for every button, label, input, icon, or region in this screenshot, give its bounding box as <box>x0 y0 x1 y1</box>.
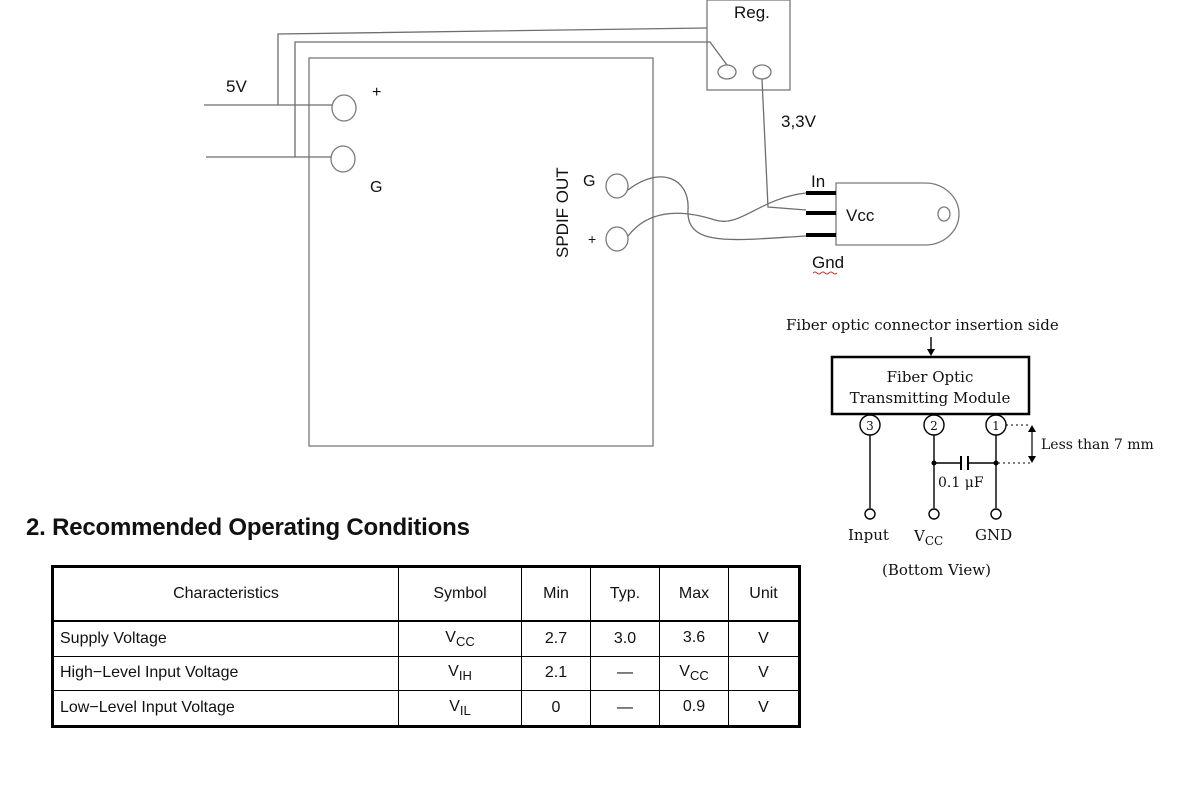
spdif-plus-pad <box>605 226 629 252</box>
pin2-label: 2 <box>930 419 938 433</box>
ground-pad <box>330 145 356 173</box>
wire-gnd-to-reg <box>294 41 728 157</box>
input-terminal <box>864 508 876 520</box>
row-max: 0.9 <box>659 690 729 727</box>
reg-pin-right <box>752 64 772 80</box>
dim-arrowhead-top <box>1028 425 1036 432</box>
row-min: 0 <box>521 690 591 727</box>
vcc-pin-label: VCC <box>913 527 943 548</box>
row-unit: V <box>728 690 800 727</box>
regulator-box <box>706 0 791 91</box>
gnd-terminal <box>990 508 1002 520</box>
row-symbol: VIH <box>398 655 522 692</box>
wire-5v-to-reg <box>277 27 708 105</box>
spdif-g-pad <box>605 173 629 199</box>
cap-label: 0.1 μF <box>938 475 984 491</box>
section-title: 2. Recommended Operating Conditions <box>26 514 470 541</box>
row-symbol: VIL <box>398 690 522 727</box>
pin1-label: 1 <box>992 419 1000 433</box>
wire-3v3 <box>761 78 807 211</box>
spellcheck-squiggle <box>812 271 838 275</box>
cap-node-left <box>931 460 937 466</box>
table-header-row: Characteristics Symbol Min Typ. Max Unit <box>52 566 800 622</box>
signal-wire-1 <box>627 176 807 241</box>
row-min: 2.1 <box>521 655 591 692</box>
vcc-label: Vcc <box>846 206 875 225</box>
row-max: VCC <box>659 655 729 692</box>
header-max: Max <box>659 566 729 622</box>
plus-label: + <box>372 84 381 101</box>
spdif-g-label: G <box>583 173 595 190</box>
spacing-label: Less than 7 mm <box>1041 437 1154 453</box>
row-symbol: VCC <box>398 620 522 657</box>
table-row: Supply Voltage VCC 2.7 3.0 3.6 V <box>52 620 800 657</box>
row-characteristic: Low−Level Input Voltage <box>52 690 399 727</box>
v5-label: 5V <box>226 77 247 96</box>
module-label-line2: Transmitting Module <box>850 389 1011 407</box>
g-label: G <box>370 179 382 196</box>
dac-board <box>308 57 654 447</box>
reg-pin-left <box>717 64 737 80</box>
row-typ: — <box>590 655 660 692</box>
pin3-label: 3 <box>866 419 874 433</box>
vcc-terminal <box>928 508 940 520</box>
in-label: In <box>811 172 825 191</box>
header-min: Min <box>521 566 591 622</box>
reg-label: Reg. <box>734 3 770 22</box>
row-characteristic: Supply Voltage <box>52 620 399 657</box>
header-unit: Unit <box>728 566 800 622</box>
header-typ: Typ. <box>590 566 660 622</box>
operating-conditions-table: Characteristics Symbol Min Typ. Max Unit… <box>51 565 801 728</box>
toslink-port <box>937 206 951 222</box>
v33-label: 3,3V <box>781 112 817 131</box>
row-min: 2.7 <box>521 620 591 657</box>
header-symbol: Symbol <box>398 566 522 622</box>
row-typ: 3.0 <box>590 620 660 657</box>
toslink-module <box>835 182 960 246</box>
cap-node-right <box>993 460 999 466</box>
bottom-view-label: (Bottom View) <box>882 561 991 579</box>
gnd-label: Gnd <box>812 253 844 272</box>
row-max: 3.6 <box>659 620 729 657</box>
header-characteristics: Characteristics <box>52 566 399 622</box>
signal-wire-2 <box>627 192 807 237</box>
input-label: Input <box>848 526 889 544</box>
spdif-label: SPDIF OUT <box>553 167 572 258</box>
row-typ: — <box>590 690 660 727</box>
insertion-side-label: Fiber optic connector insertion side <box>786 316 1059 334</box>
dim-arrowhead-bottom <box>1028 456 1036 463</box>
gnd-pin-label: GND <box>975 526 1012 544</box>
row-characteristic: High−Level Input Voltage <box>52 655 399 692</box>
module-label-line1: Fiber Optic <box>887 368 974 386</box>
table-row: High−Level Input Voltage VIH 2.1 — VCC V <box>52 655 800 692</box>
plus-pad <box>331 94 357 122</box>
module-box <box>830 355 1031 416</box>
row-unit: V <box>728 620 800 657</box>
table-row: Low−Level Input Voltage VIL 0 — 0.9 V <box>52 690 800 727</box>
spdif-plus-label: + <box>588 231 596 247</box>
row-unit: V <box>728 655 800 692</box>
insertion-arrowhead <box>927 349 935 356</box>
